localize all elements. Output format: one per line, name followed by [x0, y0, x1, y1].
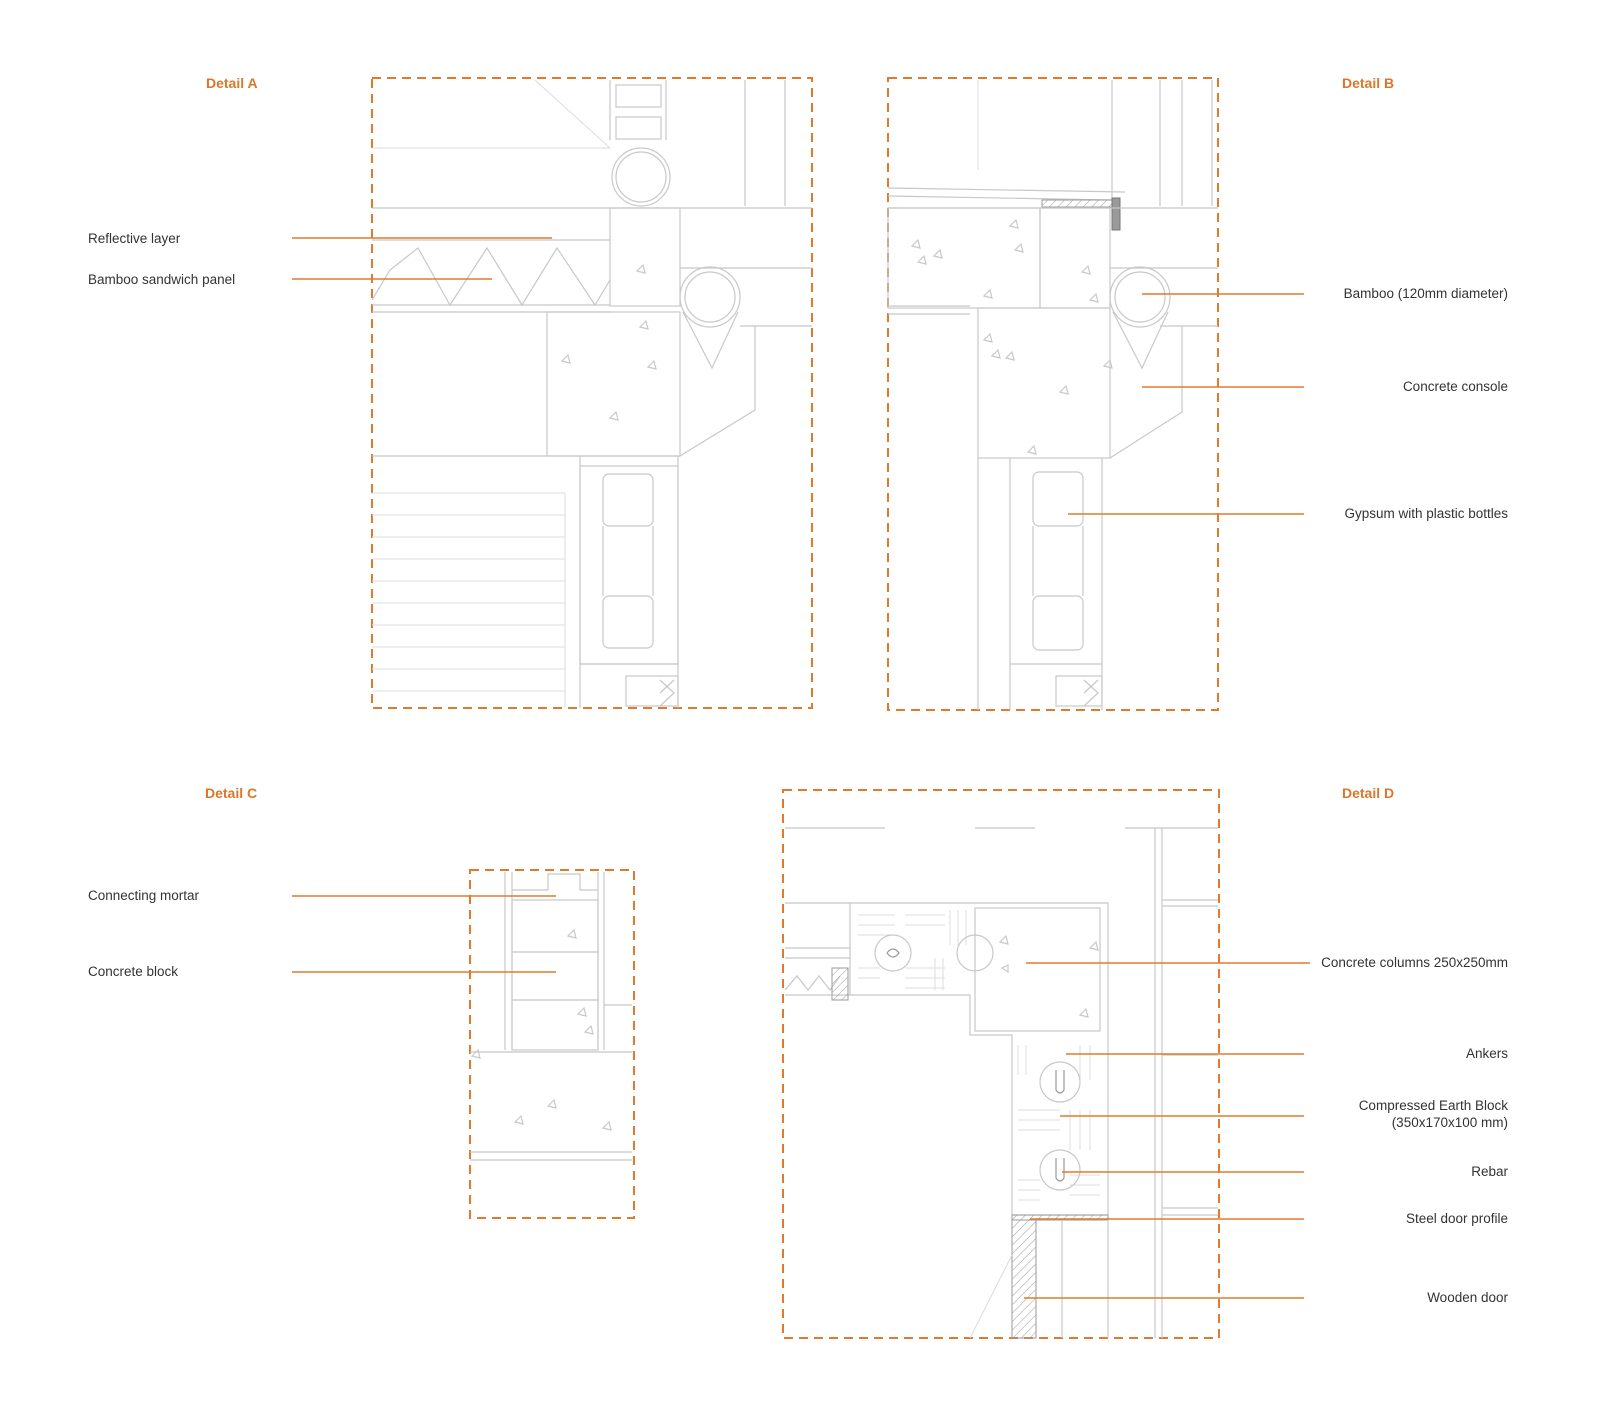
detail-c: Detail C Connecting mortar Concrete bloc…: [88, 785, 635, 1219]
detail-a-drawing: [371, 79, 812, 708]
label-compressed-earth-block-size: (350x170x100 mm): [1392, 1115, 1508, 1130]
detail-c-frame: [469, 869, 635, 1219]
label-concrete-console: Concrete console: [1403, 379, 1508, 394]
detail-c-drawing: [470, 872, 632, 1161]
detail-c-title: Detail C: [205, 785, 257, 801]
label-wooden-door: Wooden door: [1427, 1290, 1508, 1305]
detail-a: Detail A: [88, 75, 813, 709]
label-reflective-layer: Reflective layer: [88, 231, 181, 246]
label-ankers: Ankers: [1466, 1046, 1508, 1061]
detail-b-drawing: [887, 80, 1218, 710]
detail-b-frame: [887, 77, 1219, 711]
label-connecting-mortar: Connecting mortar: [88, 888, 200, 903]
label-gypsum-bottles: Gypsum with plastic bottles: [1344, 506, 1508, 521]
detail-b-title: Detail B: [1342, 75, 1394, 91]
detail-a-frame: [371, 77, 813, 709]
detail-d-title: Detail D: [1342, 785, 1394, 801]
detail-d-frame: [782, 789, 1220, 1339]
label-concrete-block: Concrete block: [88, 964, 178, 979]
label-steel-door-profile: Steel door profile: [1406, 1211, 1508, 1226]
detail-d-drawing: [784, 827, 1218, 1339]
label-rebar: Rebar: [1471, 1164, 1508, 1179]
detail-b: Detail B: [887, 75, 1508, 711]
detail-d: Detail D: [782, 785, 1509, 1339]
label-bamboo-sandwich-panel: Bamboo sandwich panel: [88, 272, 235, 287]
detail-a-title: Detail A: [206, 75, 258, 91]
label-compressed-earth-block: Compressed Earth Block: [1359, 1098, 1509, 1113]
label-concrete-columns: Concrete columns 250x250mm: [1321, 955, 1508, 970]
label-bamboo-diameter: Bamboo (120mm diameter): [1344, 286, 1508, 301]
